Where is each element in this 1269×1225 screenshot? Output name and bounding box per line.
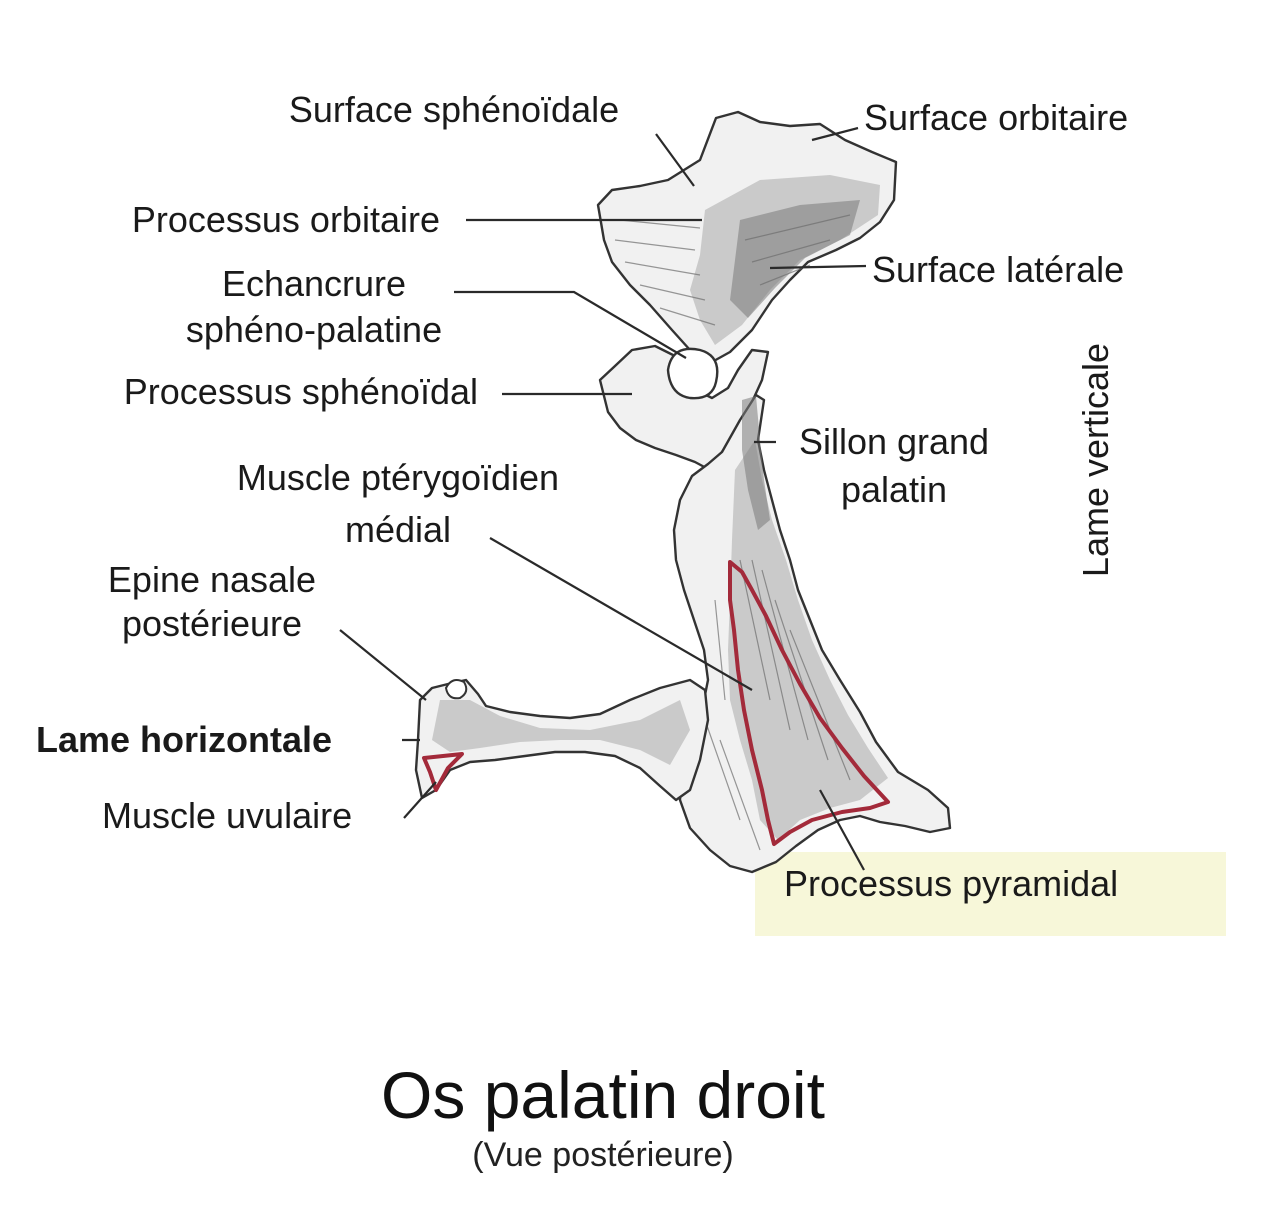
leader-processus-pyramidal (819, 789, 865, 871)
labels: Surface sphénoïdale Surface orbitaire Pr… (36, 89, 1128, 904)
lateral-surface-shading (730, 200, 860, 318)
label-lame-verticale: Lame verticale (1075, 343, 1116, 577)
vertical-plate-shading (728, 440, 888, 840)
label-surface-sphenoidale: Surface sphénoïdale (289, 89, 619, 130)
orbital-hatching (614, 214, 851, 326)
leader-surface-orbitaire (811, 126, 859, 142)
label-sillon-line2: palatin (841, 469, 947, 510)
label-surface-laterale: Surface latérale (872, 249, 1124, 290)
diagram-subtitle: (Vue postérieure) (472, 1136, 733, 1174)
medial-pterygoid-muscle-outline (728, 560, 890, 846)
label-muscle-pterygoidien-line1: Muscle ptérygoïdien (237, 457, 559, 498)
bone-illustration (414, 110, 952, 874)
uvular-muscle-outline (422, 752, 464, 792)
label-echancrure-line1: Echancrure (222, 263, 406, 304)
sphenoidal-process (598, 344, 770, 472)
greater-palatine-groove (742, 396, 770, 530)
leader-epine (339, 629, 427, 701)
leader-muscle-uvulaire (403, 781, 437, 819)
leader-echancrure (454, 290, 687, 359)
leader-lines (339, 126, 867, 871)
sphenopalatine-notch (666, 347, 719, 400)
diagram-title: Os palatin droit (381, 1058, 825, 1132)
leader-surface-laterale (769, 264, 867, 270)
nasal-spine-notch (444, 679, 468, 700)
leader-muscle-pterygoidien (489, 537, 753, 691)
label-epine-line1: Epine nasale (108, 559, 316, 600)
horizontal-plate-shading (432, 700, 690, 765)
label-echancrure-line2: sphéno-palatine (186, 309, 442, 350)
label-epine-line2: postérieure (122, 603, 302, 644)
label-processus-orbitaire: Processus orbitaire (132, 199, 440, 240)
label-surface-orbitaire: Surface orbitaire (864, 97, 1128, 138)
label-sillon-line1: Sillon grand (799, 421, 989, 462)
leader-surface-sphenoidale (655, 133, 695, 187)
label-processus-sphenoidal: Processus sphénoïdal (124, 371, 478, 412)
label-lame-horizontale: Lame horizontale (36, 719, 332, 760)
label-muscle-uvulaire: Muscle uvulaire (102, 795, 352, 836)
label-muscle-pterygoidien-line2: médial (345, 509, 451, 550)
highlight-box (755, 852, 1226, 936)
label-processus-pyramidal: Processus pyramidal (784, 863, 1118, 904)
